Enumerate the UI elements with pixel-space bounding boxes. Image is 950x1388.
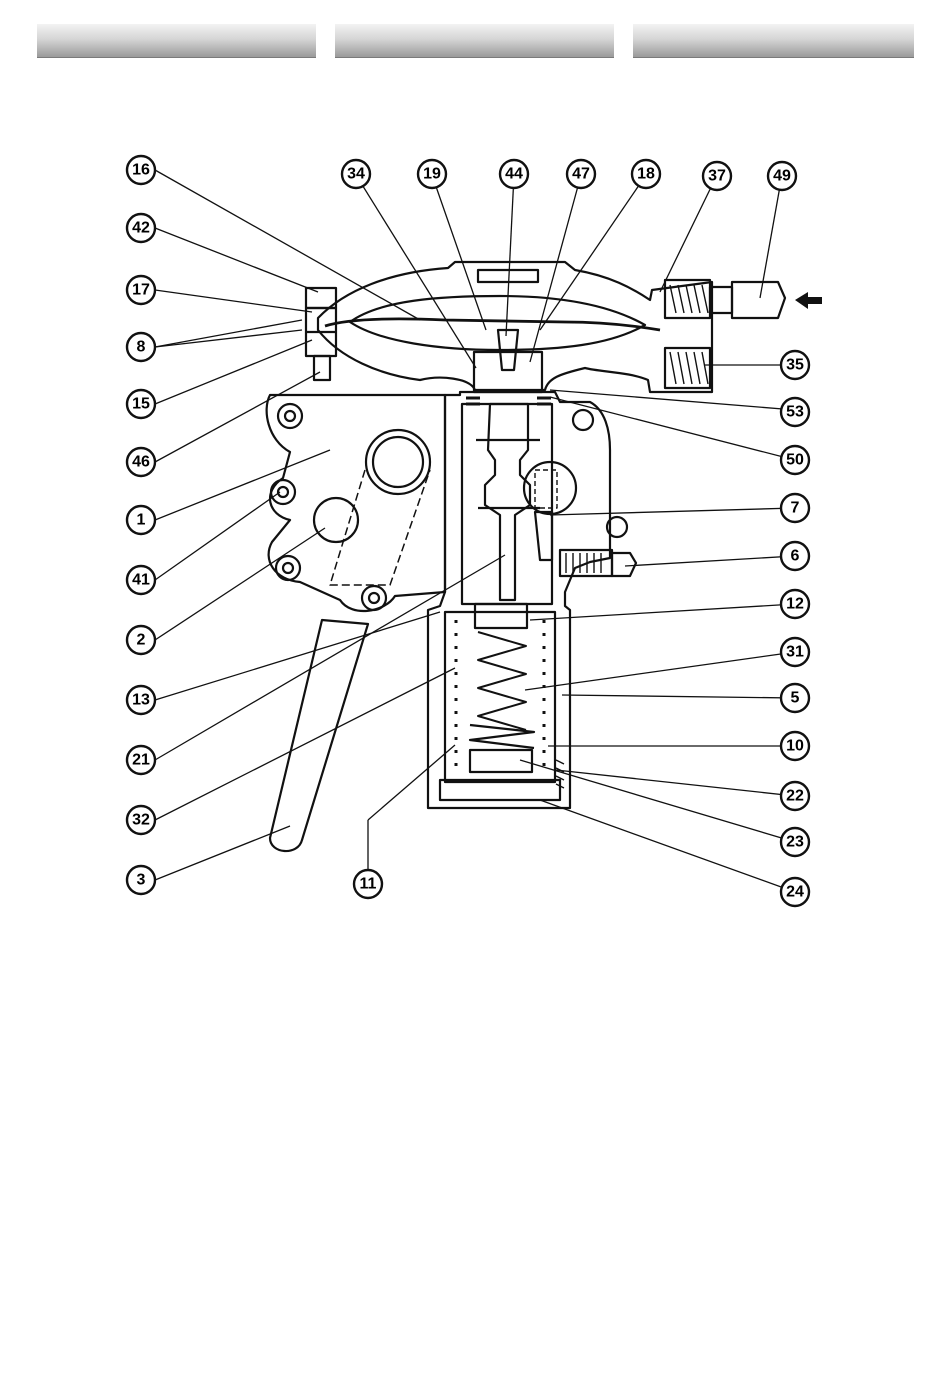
callout-31-label: 31 <box>786 644 804 661</box>
callout-6-label: 6 <box>791 548 800 565</box>
callouts: 16 42 17 8 15 46 1 41 2 13 21 32 3 34 19… <box>127 156 809 906</box>
callout-42-label: 42 <box>132 220 150 237</box>
callout-24: 24 <box>781 878 809 906</box>
cam-follower <box>524 462 576 514</box>
callout-24-label: 24 <box>786 884 804 901</box>
callout-34: 34 <box>342 160 370 188</box>
callout-47-label: 47 <box>572 166 590 183</box>
callout-23-label: 23 <box>786 834 804 851</box>
bracket-bolt-left <box>271 480 295 504</box>
callout-49: 49 <box>768 162 796 190</box>
follower-pin <box>535 470 557 508</box>
inlet-union <box>710 287 732 313</box>
callout-12-label: 12 <box>786 596 804 613</box>
callout-8-label: 8 <box>137 339 146 356</box>
callout-3: 3 <box>127 866 155 894</box>
callout-11: 11 <box>354 870 382 898</box>
callout-2: 2 <box>127 626 155 654</box>
callout-53: 53 <box>781 398 809 426</box>
callout-21: 21 <box>127 746 155 774</box>
operating-lever <box>270 620 368 851</box>
callout-15: 15 <box>127 390 155 418</box>
callout-16: 16 <box>127 156 155 184</box>
callout-10-label: 10 <box>786 738 804 755</box>
callout-37-label: 37 <box>708 168 726 185</box>
callout-6: 6 <box>781 542 809 570</box>
callout-10: 10 <box>781 732 809 760</box>
valve-seat <box>474 352 542 392</box>
inner-spring <box>470 725 534 748</box>
callout-32: 32 <box>127 806 155 834</box>
callout-37: 37 <box>703 162 731 190</box>
callout-35-label: 35 <box>786 357 804 374</box>
callout-7-label: 7 <box>791 500 800 517</box>
callout-23: 23 <box>781 828 809 856</box>
callout-42: 42 <box>127 214 155 242</box>
valve-stem <box>485 404 530 600</box>
callout-11-label: 11 <box>360 876 377 893</box>
follower-arm <box>535 512 552 560</box>
callout-31: 31 <box>781 638 809 666</box>
callout-17-label: 17 <box>132 282 150 299</box>
inner-bore <box>462 404 552 604</box>
callout-35: 35 <box>781 351 809 379</box>
callout-17: 17 <box>127 276 155 304</box>
inlet-thread <box>670 285 708 313</box>
callout-18: 18 <box>632 160 660 188</box>
callout-12: 12 <box>781 590 809 618</box>
body-bolt-right <box>573 410 593 430</box>
callout-13: 13 <box>127 686 155 714</box>
callout-44-label: 44 <box>505 166 523 183</box>
callout-22-label: 22 <box>786 788 804 805</box>
callout-5-label: 5 <box>791 690 800 707</box>
leader-lines <box>155 170 795 892</box>
main-spring <box>478 632 526 730</box>
callout-16-label: 16 <box>132 162 150 179</box>
callout-32-label: 32 <box>132 812 150 829</box>
callout-49-label: 49 <box>773 168 791 185</box>
callout-50-label: 50 <box>786 452 804 469</box>
threaded-plug <box>665 348 710 388</box>
callout-3-label: 3 <box>137 872 146 889</box>
callout-1-label: 1 <box>137 512 146 529</box>
pivot-pin <box>314 498 358 542</box>
inlet-arrow <box>795 292 822 309</box>
callout-19-label: 19 <box>423 166 441 183</box>
inlet-nut <box>732 282 785 318</box>
callout-46-label: 46 <box>132 454 150 471</box>
plug-thread <box>670 352 708 384</box>
bracket-bolt-bottom-left <box>276 556 300 580</box>
callout-53-label: 53 <box>786 404 804 421</box>
callout-1: 1 <box>127 506 155 534</box>
callout-41-label: 41 <box>132 572 150 589</box>
callout-50: 50 <box>781 446 809 474</box>
bracket-bolt-top <box>278 404 302 428</box>
adjust-screw-cap <box>612 553 636 576</box>
callout-5: 5 <box>781 684 809 712</box>
callout-7: 7 <box>781 494 809 522</box>
callout-34-label: 34 <box>347 166 365 183</box>
callout-44: 44 <box>500 160 528 188</box>
clamp-bolt-tip <box>314 356 330 380</box>
diaphragm <box>325 319 660 330</box>
callout-46: 46 <box>127 448 155 476</box>
callout-47: 47 <box>567 160 595 188</box>
callout-2-label: 2 <box>137 632 146 649</box>
callout-22: 22 <box>781 782 809 810</box>
cam-shaft <box>366 430 430 494</box>
bracket-bolt-bottom <box>362 586 386 610</box>
callout-13-label: 13 <box>132 692 150 709</box>
top-vent <box>478 270 538 282</box>
callout-8: 8 <box>127 333 155 361</box>
callout-41: 41 <box>127 566 155 594</box>
spring-seat-top <box>475 604 527 628</box>
callout-18-label: 18 <box>637 166 655 183</box>
callout-15-label: 15 <box>132 396 150 413</box>
callout-19: 19 <box>418 160 446 188</box>
callout-21-label: 21 <box>132 752 150 769</box>
